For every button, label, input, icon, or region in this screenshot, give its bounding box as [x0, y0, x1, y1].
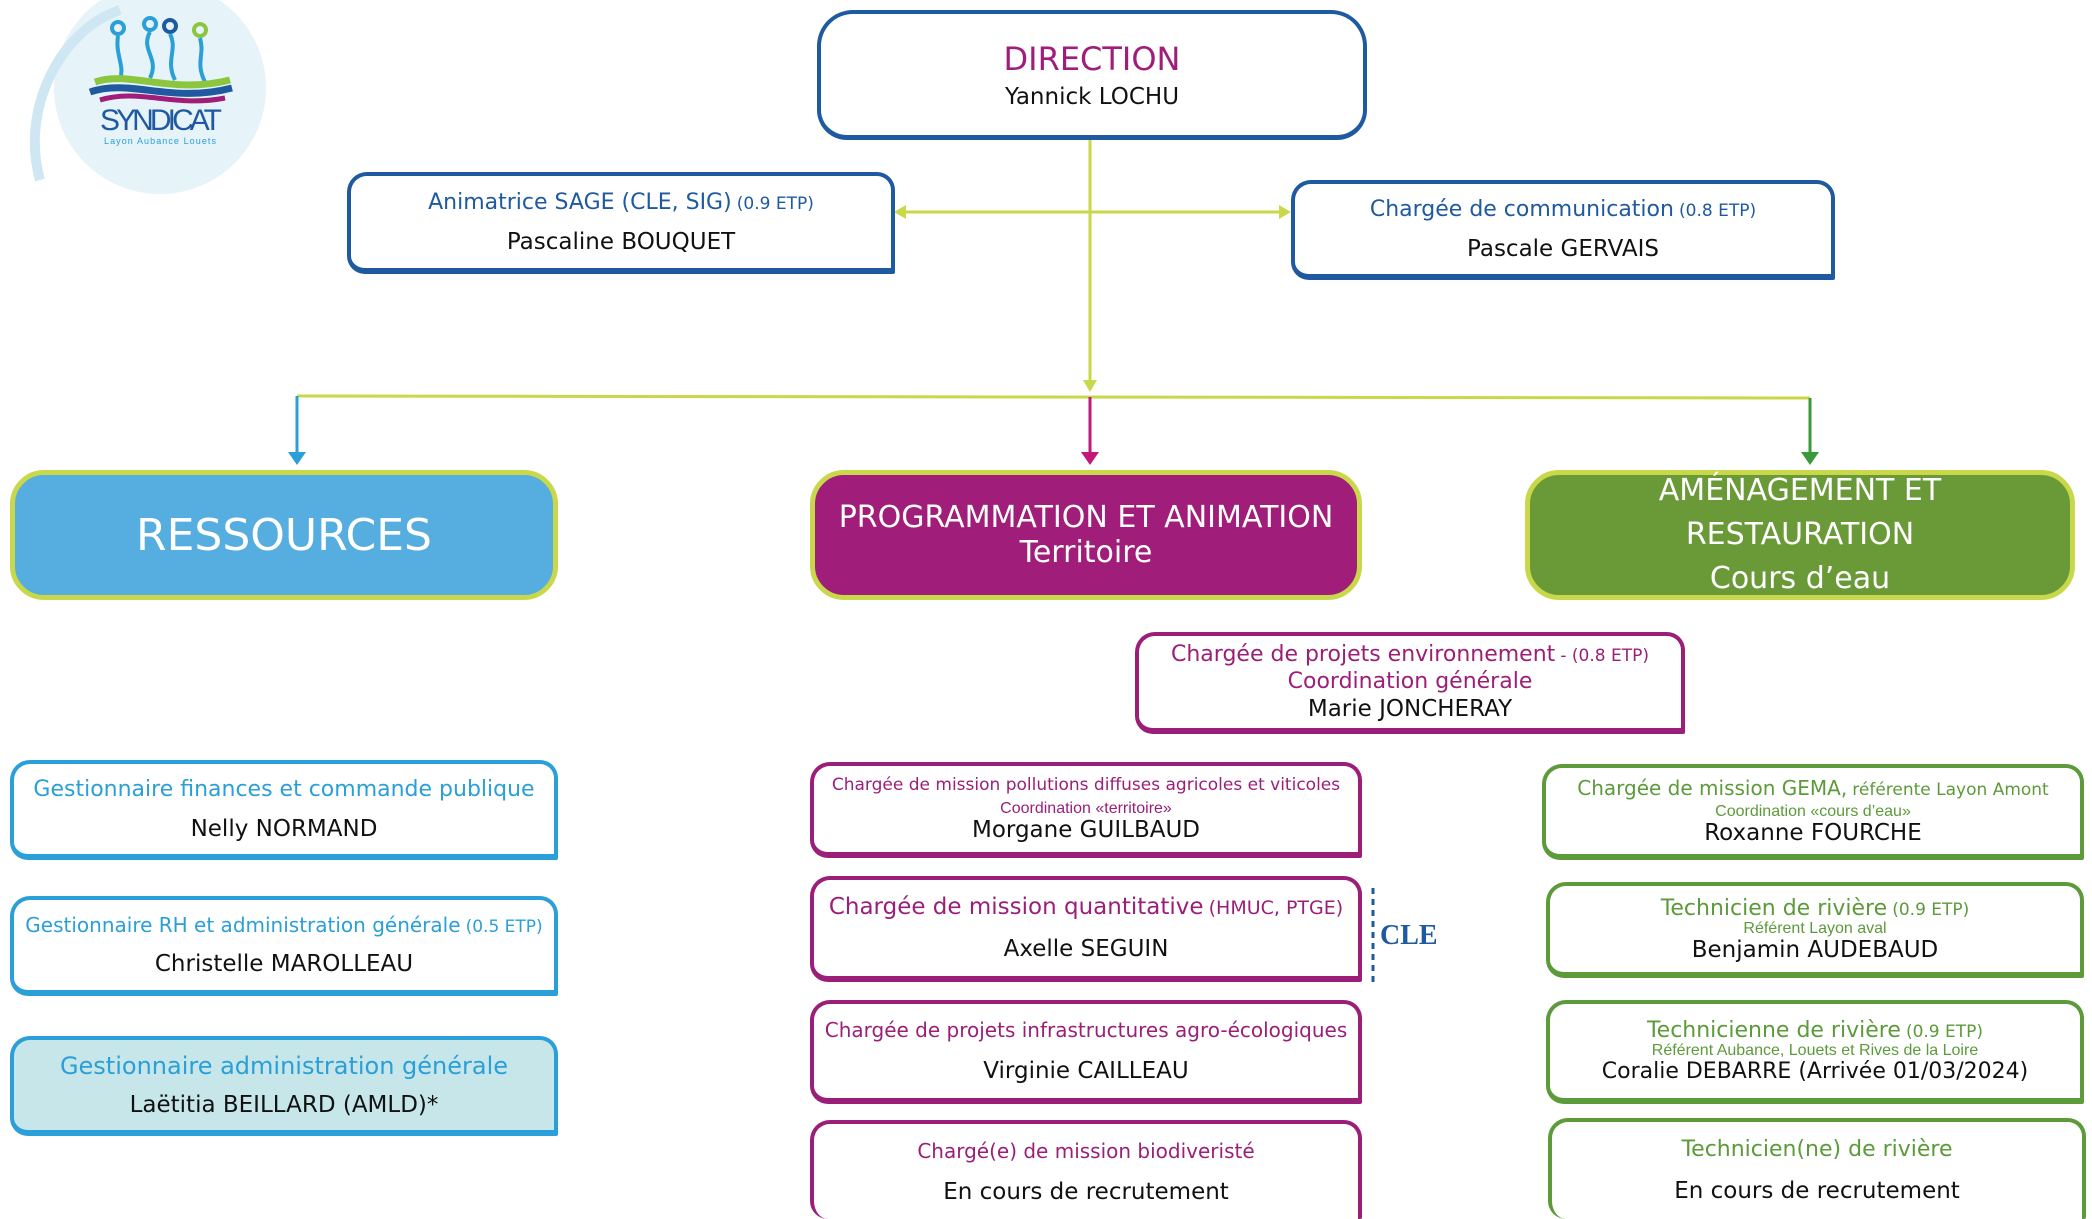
- programmation-staff-3-title: Chargée de projets infrastructures agro-…: [824, 1018, 1348, 1042]
- amenagement-staff-2-sub: Référent Layon aval: [1743, 919, 1887, 937]
- amenagement-staff-1: Chargée de mission GEMA, référente Layon…: [1542, 764, 2084, 860]
- amenagement-line3: Cours d’eau: [1709, 561, 1891, 596]
- ressources-title: RESSOURCES: [136, 509, 432, 561]
- amenagement-staff-1-name: Roxanne FOURCHE: [1704, 820, 1922, 846]
- programmation-staff-1-name: Morgane GUILBAUD: [971, 817, 1200, 843]
- amenagement-staff-4-name: En cours de recrutement: [1674, 1178, 1960, 1204]
- programmation-staff-2: Chargée de mission quantitative (HMUC, P…: [810, 876, 1362, 982]
- amenagement-staff-2: Technicien de rivière (0.9 ETP) Référent…: [1546, 882, 2084, 978]
- arrow-amenagement: [1801, 452, 1819, 465]
- direction-title: DIRECTION: [1003, 39, 1181, 78]
- programmation-line1: PROGRAMMATION ET ANIMATION: [838, 500, 1334, 535]
- programmation-staff-1-sub: Coordination «territoire»: [1000, 800, 1172, 817]
- ressources-header: RESSOURCES: [10, 470, 558, 600]
- amenagement-staff-1-note: référente Layon Amont: [1852, 780, 2049, 800]
- programmation-line2: Territoire: [1019, 535, 1153, 570]
- coordination-note: - (0.8 ETP): [1560, 646, 1649, 666]
- amenagement-staff-1-title: Chargée de mission GEMA,: [1577, 776, 1848, 800]
- programmation-staff-4-title: Chargé(e) de mission biodiveristé: [917, 1138, 1255, 1163]
- sage-animator-name: Pascaline BOUQUET: [506, 228, 736, 255]
- amenagement-staff-2-note: (0.9 ETP): [1892, 899, 1970, 920]
- ressources-staff-2-title: Gestionnaire RH et administration généra…: [25, 913, 461, 937]
- amenagement-staff-3-note: (0.9 ETP): [1905, 1022, 1984, 1042]
- coordination-name: Marie JONCHERAY: [1307, 696, 1513, 722]
- programmation-staff-1: Chargée de mission pollutions diffuses a…: [810, 762, 1362, 858]
- ressources-staff-1-title: Gestionnaire finances et commande publiq…: [33, 776, 535, 802]
- syndicat-logo: SYNDICAT Layon Aubance Louets: [0, 0, 270, 200]
- ressources-staff-2-note: (0.5 ETP): [465, 917, 543, 937]
- arrow-ressources: [288, 452, 306, 465]
- ressources-staff-1-name: Nelly NORMAND: [190, 815, 378, 842]
- amenagement-staff-2-name: Benjamin AUDEBAUD: [1691, 936, 1939, 963]
- sage-animator-note: (0.9 ETP): [736, 193, 814, 214]
- sage-animator-box: Animatrice SAGE (CLE, SIG) (0.9 ETP) Pas…: [347, 172, 895, 274]
- programmation-staff-2-name: Axelle SEGUIN: [1003, 936, 1169, 962]
- programmation-staff-4: Chargé(e) de mission biodiveristé En cou…: [810, 1120, 1362, 1219]
- amenagement-staff-3: Technicienne de rivière (0.9 ETP) Référe…: [1546, 1000, 2084, 1104]
- amenagement-staff-3-sub: Référent Aubance, Louets et Rives de la …: [1651, 1042, 1979, 1059]
- division-branch-line: [296, 394, 1811, 400]
- communication-title: Chargée de communication: [1369, 196, 1674, 222]
- ressources-staff-3-title: Gestionnaire administration générale: [59, 1052, 509, 1080]
- ressources-staff-2-name: Christelle MAROLLEAU: [154, 951, 414, 977]
- ressources-staff-2: Gestionnaire RH et administration généra…: [10, 896, 558, 996]
- coordination-box: Chargée de projets environnement - (0.8 …: [1135, 632, 1685, 734]
- coordination-subtitle: Coordination générale: [1287, 669, 1533, 694]
- ressources-staff-3: Gestionnaire administration générale Laë…: [10, 1036, 558, 1136]
- amenagement-staff-2-title: Technicien de rivière: [1660, 895, 1888, 921]
- programmation-staff-2-note: (HMUC, PTGE): [1208, 897, 1344, 919]
- amenagement-staff-1-sub: Coordination «cours d’eau»: [1715, 803, 1911, 820]
- amenagement-line2: RESTAURATION: [1685, 517, 1915, 552]
- arrow-communication: [1279, 205, 1291, 219]
- cle-label: CLE: [1380, 920, 1438, 951]
- amenagement-staff-3-title: Technicienne de rivière: [1646, 1018, 1901, 1043]
- amenagement-staff-4: Technicien(ne) de rivière En cours de re…: [1548, 1118, 2086, 1219]
- programmation-header: PROGRAMMATION ET ANIMATION Territoire: [810, 470, 1362, 600]
- arrow-sage: [894, 205, 906, 219]
- logo-title: SYNDICAT: [100, 104, 222, 137]
- amenagement-header: AMÉNAGEMENT ET RESTAURATION Cours d’eau: [1525, 470, 2075, 600]
- amenagement-staff-3-name: Coralie DEBARRE (Arrivée 01/03/2024): [1601, 1059, 2029, 1084]
- arrow-programmation: [1081, 452, 1099, 465]
- amenagement-staff-4-title: Technicien(ne) de rivière: [1681, 1137, 1953, 1162]
- amenagement-line1: AMÉNAGEMENT ET: [1658, 473, 1942, 508]
- arrow-trunk: [1083, 380, 1097, 392]
- programmation-staff-3-name: Virginie CAILLEAU: [983, 1058, 1189, 1084]
- ressources-staff-3-name: Laëtitia BEILLARD (AMLD)*: [129, 1092, 439, 1118]
- programmation-staff-2-title: Chargée de mission quantitative: [828, 894, 1204, 920]
- sage-animator-title: Animatrice SAGE (CLE, SIG): [428, 189, 732, 215]
- programmation-staff-3: Chargée de projets infrastructures agro-…: [810, 1000, 1362, 1104]
- logo-subtitle: Layon Aubance Louets: [104, 136, 217, 146]
- programmation-staff-1-title: Chargée de mission pollutions diffuses a…: [831, 775, 1341, 795]
- communication-note: (0.8 ETP): [1679, 200, 1757, 221]
- coordination-title: Chargée de projets environnement: [1171, 642, 1556, 667]
- ressources-staff-1: Gestionnaire finances et commande publiq…: [10, 760, 558, 860]
- direction-box: DIRECTION Yannick LOCHU: [817, 10, 1367, 140]
- programmation-staff-4-name: En cours de recrutement: [943, 1178, 1229, 1205]
- communication-box: Chargée de communication (0.8 ETP) Pasca…: [1291, 180, 1835, 280]
- communication-name: Pascale GERVAIS: [1467, 235, 1659, 262]
- direction-name: Yannick LOCHU: [1004, 83, 1180, 110]
